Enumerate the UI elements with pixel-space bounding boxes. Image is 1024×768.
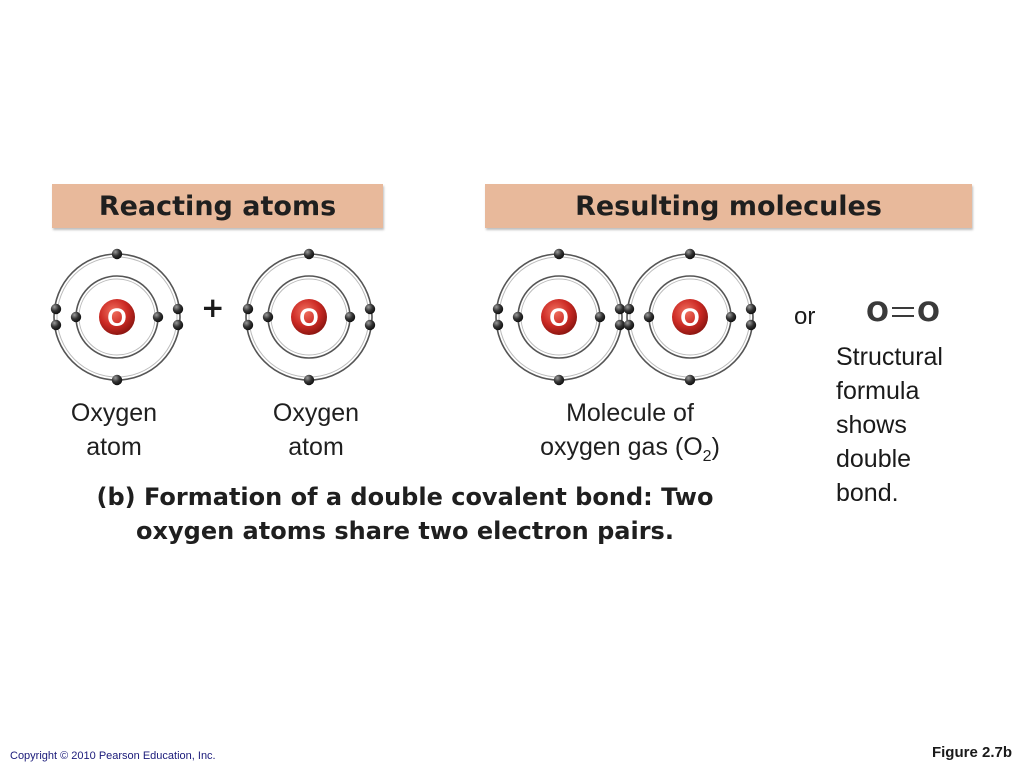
electron-icon — [172, 319, 184, 331]
electron-icon — [111, 374, 123, 386]
electron-icon — [364, 303, 376, 315]
nucleus-icon — [291, 299, 327, 335]
reacting-atoms-header: Reacting atoms — [52, 184, 383, 228]
electron-icon — [623, 319, 635, 331]
electron-icon — [262, 311, 274, 323]
electron-icon — [111, 248, 123, 260]
electron-icon — [512, 311, 524, 323]
electron-icon — [364, 319, 376, 331]
nucleus-icon — [99, 299, 135, 335]
electron-icon — [70, 311, 82, 323]
or-text: or — [794, 303, 816, 330]
electron-icon — [553, 248, 565, 260]
plus-sign: + — [201, 291, 225, 324]
electron-icon — [725, 311, 737, 323]
electron-icon — [745, 303, 757, 315]
electron-icon — [303, 248, 315, 260]
subscript: 2 — [702, 448, 712, 465]
caption-line: (b) Formation of a double covalent bond:… — [96, 483, 714, 511]
label-line: Oxygen — [70, 399, 158, 427]
nucleus-icon — [541, 299, 577, 335]
nucleus-symbol: O — [680, 304, 699, 332]
electron-icon — [594, 311, 606, 323]
formula-atom-right: O — [916, 297, 940, 328]
label-line: Oxygen — [272, 399, 360, 427]
note-line: bond. — [836, 479, 899, 507]
label-text: oxygen gas (O — [540, 433, 703, 461]
note-line: shows — [836, 411, 907, 439]
electron-icon — [172, 303, 184, 315]
nucleus-symbol: O — [549, 304, 568, 332]
nucleus-symbol: O — [299, 304, 318, 332]
molecule-label: Molecule of oxygen gas (O2) — [500, 396, 760, 474]
electron-icon — [344, 311, 356, 323]
electron-icon — [492, 303, 504, 315]
electron-icon — [614, 319, 626, 331]
double-bond-icon — [891, 306, 914, 317]
structural-formula-note: Structural formula shows double bond. — [836, 340, 943, 510]
label-line: Molecule of — [566, 399, 694, 427]
oxygen-atom-label-1: Oxygen atom — [44, 396, 184, 464]
electron-icon — [50, 303, 62, 315]
note-line: formula — [836, 377, 920, 405]
label-line: atom — [86, 433, 142, 461]
caption-line: oxygen atoms share two electron pairs. — [136, 517, 674, 545]
label-text: ) — [711, 433, 720, 461]
electron-icon — [242, 319, 254, 331]
electron-icon — [643, 311, 655, 323]
electron-icon — [242, 303, 254, 315]
nucleus-icon — [672, 299, 708, 335]
figure-caption: (b) Formation of a double covalent bond:… — [20, 480, 790, 548]
electron-icon — [684, 374, 696, 386]
resulting-molecules-header: Resulting molecules — [485, 184, 972, 228]
note-line: double — [836, 445, 912, 473]
electron-icon — [684, 248, 696, 260]
note-line: Structural — [836, 343, 943, 371]
electron-icon — [303, 374, 315, 386]
electron-icon — [614, 303, 626, 315]
nucleus-symbol: O — [107, 304, 126, 332]
electron-icon — [492, 319, 504, 331]
label-line: atom — [288, 433, 344, 461]
electron-icon — [152, 311, 164, 323]
electron-icon — [623, 303, 635, 315]
formula-atom-left: O — [866, 297, 889, 328]
copyright: Copyright © 2010 Pearson Education, Inc. — [10, 750, 216, 762]
label-line: oxygen gas (O2) — [500, 430, 760, 474]
electron-icon — [50, 319, 62, 331]
oxygen-atom-label-2: Oxygen atom — [246, 396, 386, 464]
electron-icon — [553, 374, 565, 386]
electron-icon — [745, 319, 757, 331]
figure-number: Figure 2.7b — [931, 744, 1012, 761]
